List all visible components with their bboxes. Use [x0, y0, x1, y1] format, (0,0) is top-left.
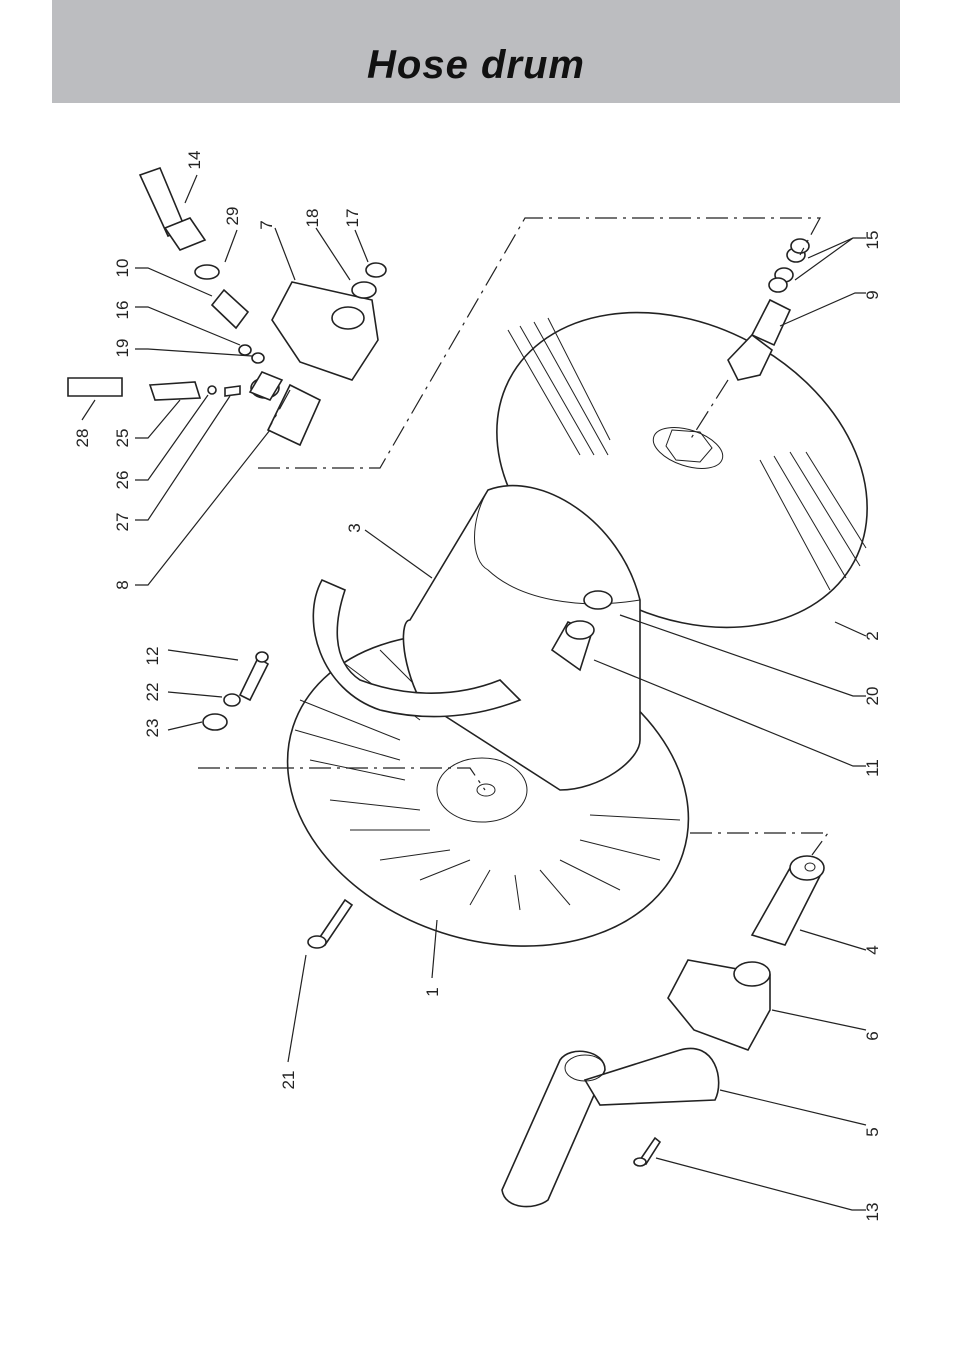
leader-lines — [81, 174, 867, 1211]
callout-21: 21 — [279, 1071, 298, 1090]
callout-8: 8 — [113, 580, 132, 589]
callout-14: 14 — [185, 151, 204, 170]
part-20-circlip — [583, 590, 613, 610]
callout-11: 11 — [863, 759, 882, 777]
part-12-screw — [238, 651, 270, 702]
part-18-seal — [351, 281, 377, 299]
part-22-lock-washer — [223, 693, 241, 707]
part-7-bearing-housing — [271, 281, 379, 381]
part-27-spring — [224, 385, 241, 397]
part-8-elbow — [248, 371, 322, 447]
part-9-connector — [727, 298, 792, 381]
callout-22: 22 — [143, 683, 162, 702]
callout-26: 26 — [113, 471, 132, 490]
callout-25: 25 — [113, 429, 132, 448]
callout-17: 17 — [343, 209, 362, 228]
part-28-hose-section — [67, 377, 123, 397]
callout-18: 18 — [303, 209, 322, 228]
callout-6: 6 — [863, 1031, 882, 1040]
callout-23: 23 — [143, 719, 162, 738]
callout-13: 13 — [863, 1203, 882, 1222]
callout-15: 15 — [863, 231, 882, 250]
part-17-circlip — [365, 262, 387, 278]
part-10-nipple — [210, 288, 250, 330]
part-6-bearing-housing — [667, 959, 771, 1051]
part-16-o-ring — [238, 344, 252, 356]
callout-3: 3 — [345, 523, 364, 532]
part-13-screw — [633, 1136, 662, 1167]
part-11-fitting — [550, 620, 595, 672]
callout-9: 9 — [863, 290, 882, 299]
part-14-hose-with-nut — [138, 166, 207, 251]
part-21-screw — [307, 898, 354, 949]
part-19-o-ring — [251, 352, 265, 364]
callout-28: 28 — [73, 429, 92, 448]
part-3-drum-cylinder — [312, 484, 641, 791]
part-25-hose-nipple — [148, 381, 202, 401]
callout-20: 20 — [863, 687, 882, 706]
part-4-shaft — [750, 855, 825, 946]
header-bar: Hose drum — [52, 0, 900, 103]
page-title: Hose drum — [367, 43, 585, 87]
callout-labels: 1 2 3 4 5 6 7 8 9 10 11 12 13 14 15 16 1… — [73, 151, 882, 1222]
callout-27: 27 — [113, 513, 132, 532]
callout-4: 4 — [863, 945, 882, 954]
callout-5: 5 — [863, 1127, 882, 1136]
assembly-lines — [198, 217, 830, 856]
part-29-seal — [194, 264, 220, 280]
callout-2: 2 — [863, 631, 882, 640]
callout-10: 10 — [113, 259, 132, 278]
part-5-crank-handle — [501, 1047, 720, 1208]
callout-16: 16 — [113, 301, 132, 320]
callout-7: 7 — [257, 220, 276, 229]
callout-1: 1 — [423, 987, 442, 996]
callout-19: 19 — [113, 339, 132, 358]
part-23-washer — [202, 713, 228, 731]
callout-12: 12 — [143, 647, 162, 666]
part-15-o-rings — [768, 238, 810, 293]
part-26-ball — [207, 385, 217, 395]
callout-29: 29 — [223, 207, 242, 226]
